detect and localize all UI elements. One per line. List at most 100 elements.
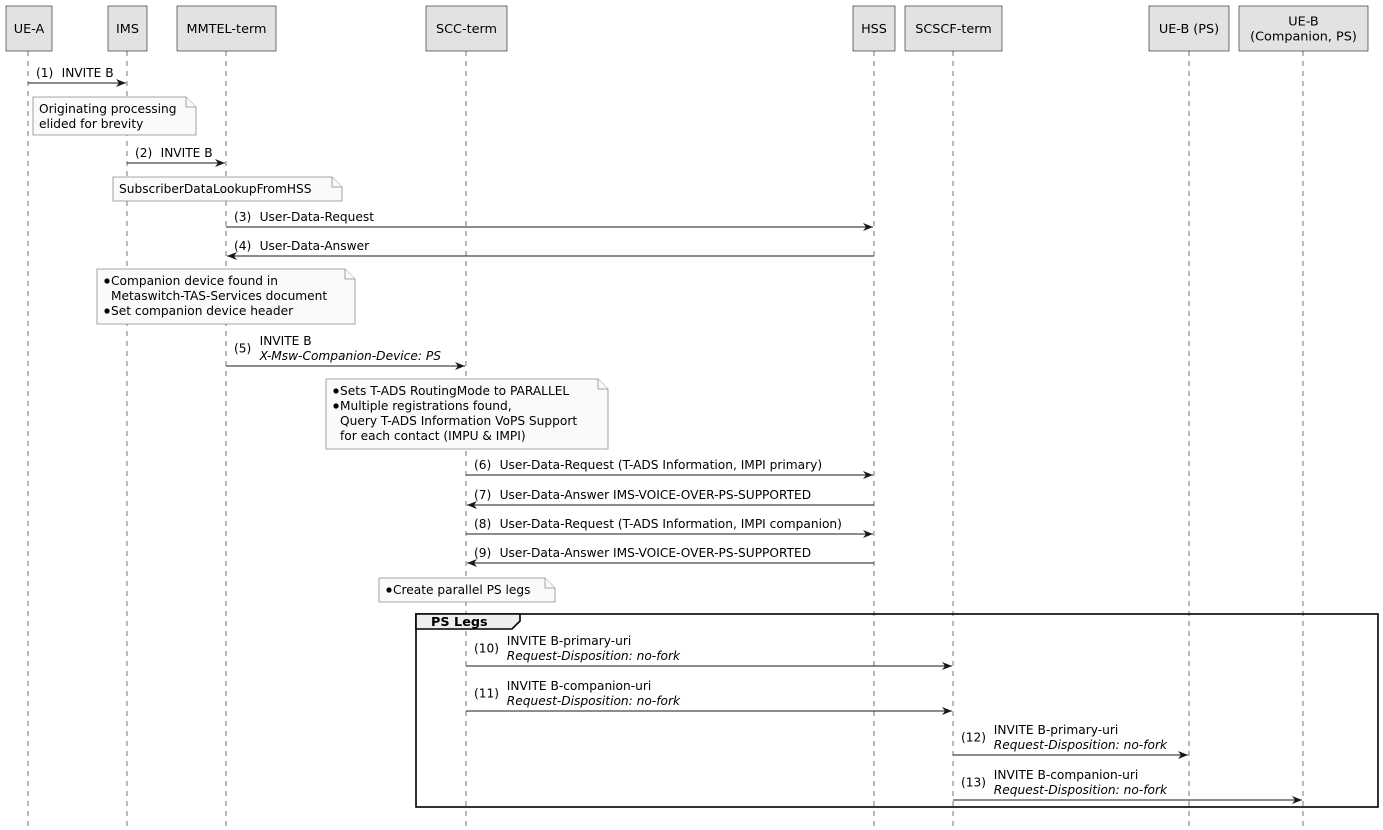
message-10: (10)INVITE B-primary-uriRequest-Disposit… <box>466 634 952 670</box>
arrow-head-icon <box>863 471 873 479</box>
participant-scc: SCC-term <box>425 5 508 52</box>
note-line: SubscriberDataLookupFromHSS <box>119 182 312 196</box>
participant-box <box>176 5 277 52</box>
arrow-head-icon <box>1292 796 1302 804</box>
message-13: (13)INVITE B-companion-uriRequest-Dispos… <box>953 768 1302 804</box>
note-fold <box>544 578 555 589</box>
messages: (1) INVITE B (2) INVITE B (3) User-Data-Reque… <box>28 66 1302 804</box>
message-11: (11)INVITE B-companion-uriRequest-Dispos… <box>466 679 952 715</box>
arrow-head-icon <box>215 159 225 167</box>
message-number: (5) <box>234 342 251 356</box>
bullet-icon <box>333 403 339 409</box>
note-line: Companion device found in <box>111 274 278 288</box>
message-number: (13) <box>961 776 986 790</box>
message-number: (1) <box>36 66 53 80</box>
bullet-icon <box>333 388 339 394</box>
bullet-icon <box>386 587 392 593</box>
arrow-head-icon <box>863 530 873 538</box>
arrow-head-icon <box>455 362 465 370</box>
message-number: (8) <box>474 517 491 531</box>
message-label: INVITE B <box>161 146 213 160</box>
arrow-head-icon <box>227 252 237 260</box>
message-number: (2) <box>135 146 152 160</box>
participant-ue_a: UE-A <box>5 5 53 52</box>
note-line: for each contact (IMPU & IMPI) <box>340 429 526 443</box>
message-label: INVITE B <box>260 334 312 348</box>
message-number: (12) <box>961 731 986 745</box>
message-label: User-Data-Request (T-ADS Information, IM… <box>500 517 842 531</box>
note-line: Metaswitch-TAS-Services document <box>111 289 327 303</box>
participant-ueb_comp: UE-B(Companion, PS) <box>1238 5 1369 52</box>
note-fold <box>331 177 342 188</box>
message-label: INVITE B-companion-uri <box>507 679 651 693</box>
note-body <box>378 577 556 603</box>
group-tab <box>415 613 521 630</box>
participant-ueb_ps: UE-B (PS) <box>1148 5 1230 52</box>
participant-label: SCSCF-term <box>915 22 992 37</box>
message-2: (2) INVITE B <box>127 146 225 167</box>
group-frames: PS Legs <box>415 613 1379 808</box>
participant-box <box>1238 5 1369 52</box>
participant-label: MMTEL-term <box>187 22 267 37</box>
note-4: Sets T-ADS RoutingMode to PARALLELMultip… <box>325 378 609 450</box>
participant-box <box>5 5 53 52</box>
note-line: Set companion device header <box>111 304 294 318</box>
participant-label: UE-B <box>1288 15 1318 30</box>
note-line: Sets T-ADS RoutingMode to PARALLEL <box>340 384 569 398</box>
participant-label: UE-B (PS) <box>1159 22 1219 37</box>
message-4: (4) User-Data-Answer <box>227 239 874 260</box>
participant-hss: HSS <box>852 5 896 52</box>
message-label: Request-Disposition: no-fork <box>994 738 1168 752</box>
note-3: Companion device found inMetaswitch-TAS-… <box>96 268 356 325</box>
message-label: User-Data-Request <box>260 210 375 224</box>
message-label: INVITE B-primary-uri <box>994 723 1118 737</box>
participant-ims: IMS <box>107 5 148 52</box>
note-body <box>112 176 343 202</box>
message-label: Request-Disposition: no-fork <box>507 694 681 708</box>
note-body <box>32 96 197 136</box>
participant-scscf: SCSCF-term <box>904 5 1003 52</box>
message-number: (10) <box>474 642 499 656</box>
arrow-head-icon <box>942 662 952 670</box>
bullet-icon <box>104 308 110 314</box>
message-number: (6) <box>474 458 491 472</box>
note-body <box>325 378 609 450</box>
message-label: INVITE B <box>62 66 114 80</box>
note-fold <box>597 379 608 390</box>
group-ps-legs: PS Legs <box>415 613 1379 808</box>
participant-box <box>425 5 508 52</box>
note-line: Create parallel PS legs <box>393 583 531 597</box>
note-5: Create parallel PS legs <box>378 577 556 603</box>
note-line: elided for brevity <box>39 117 143 131</box>
message-label: INVITE B-companion-uri <box>994 768 1138 782</box>
arrow-head-icon <box>942 707 952 715</box>
message-label: INVITE B-primary-uri <box>507 634 631 648</box>
participant-label: IMS <box>116 22 139 37</box>
message-3: (3) User-Data-Request <box>226 210 873 231</box>
message-label: User-Data-Answer <box>260 239 371 253</box>
message-label: X-Msw-Companion-Device: PS <box>259 349 442 363</box>
arrow-head-icon <box>467 559 477 567</box>
note-fold <box>185 97 196 108</box>
participant-label: (Companion, PS) <box>1250 30 1357 45</box>
arrow-head-icon <box>467 501 477 509</box>
arrow-head-icon <box>863 223 873 231</box>
note-fold <box>344 269 355 280</box>
note-body <box>96 268 356 325</box>
message-number: (4) <box>234 239 251 253</box>
message-5: (5) INVITE BX-Msw-Companion-Device: PS <box>226 334 465 370</box>
message-6: (6)User-Data-Request (T-ADS Information,… <box>466 458 873 479</box>
participant-box <box>1148 5 1230 52</box>
arrow-head-icon <box>116 79 126 87</box>
message-12: (12) INVITE B-primary-uriRequest-Disposit… <box>953 723 1188 759</box>
participant-box <box>904 5 1003 52</box>
message-label: User-Data-Answer IMS-VOICE-OVER-PS-SUPPO… <box>500 488 812 502</box>
note-line: Query T-ADS Information VoPS Support <box>340 414 577 428</box>
message-8: (8) User-Data-Request (T-ADS Information,… <box>466 517 873 538</box>
note-line: Originating processing <box>39 102 176 116</box>
participant-mmtel: MMTEL-term <box>176 5 277 52</box>
message-number: (3) <box>234 210 251 224</box>
lifelines <box>27 51 1304 826</box>
participants: UE-A IMS MMTEL-term SCC-term HSS SCSCF-term UE… <box>5 5 1369 52</box>
